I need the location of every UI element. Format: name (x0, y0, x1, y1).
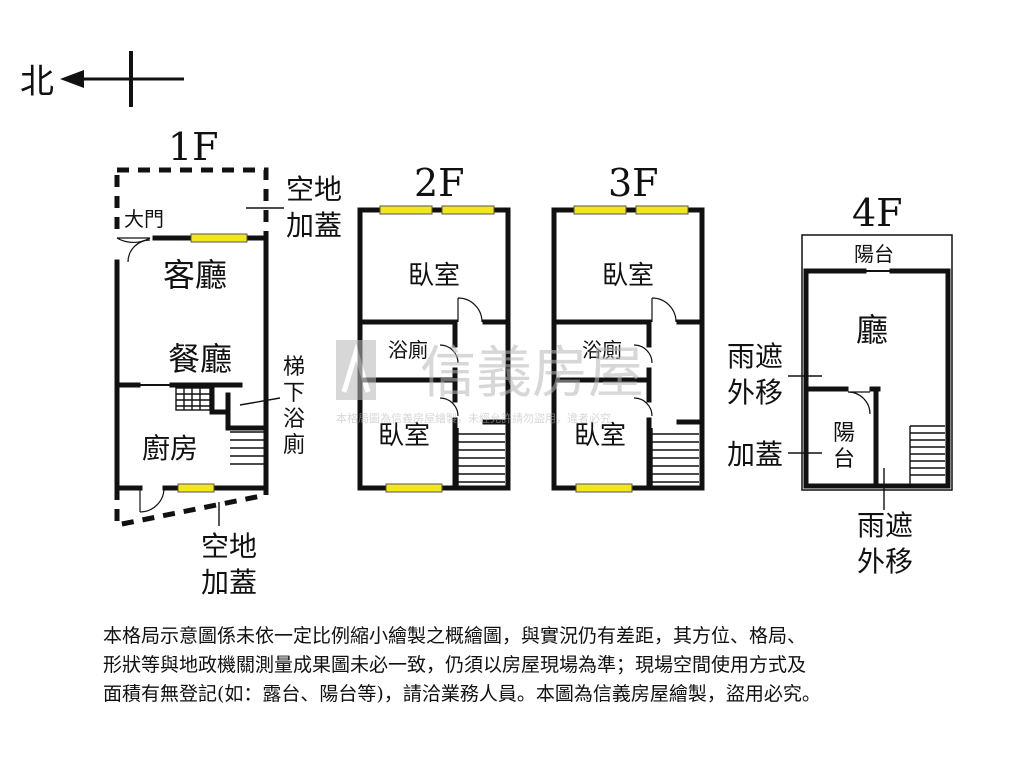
north-compass: 北 (20, 51, 184, 107)
f2-bedroom-rear-label: 臥室 (378, 421, 430, 451)
f1-entrance-swing-icon (127, 239, 151, 263)
f1-dining-room-label: 餐廳 (168, 340, 232, 378)
f1-kitchen-label: 廚房 (142, 432, 198, 465)
f1-top-dashed-addition (117, 167, 269, 238)
f1-bottom-dashed-addition (114, 488, 267, 529)
floor-2f-title: 2F (414, 161, 465, 205)
f2-door-bath-icon (439, 344, 459, 364)
floor-1f-title: 1F (168, 125, 219, 169)
floor-1f: 1F (114, 125, 342, 599)
f4-awning-bottom-line-2: 外移 (857, 545, 913, 578)
f3-bedroom-front-label: 臥室 (602, 261, 654, 291)
f2-door-bedroom-rear-icon (439, 397, 459, 417)
f2-window-north-a (379, 205, 433, 215)
f1-window-north (190, 233, 248, 243)
f1-back-door-icon (139, 487, 165, 513)
f3-door-bedroom-rear-icon (633, 397, 653, 417)
floor-3f-title: 3F (608, 161, 659, 205)
f4-balcony-side-label-2: 台 (833, 447, 855, 472)
f1-stairs (175, 387, 264, 465)
floor-2f: 2F 臥室 浴廁 臥室 (357, 161, 511, 493)
f4-awning-left-line-2: 外移 (727, 376, 783, 409)
f4-hall-label: 廳 (856, 311, 888, 349)
f4-balcony-top-label: 陽台 (854, 242, 894, 266)
watermark-small-text: 本格局圖為信義房屋繪製，未經允許請勿盜用，違者必究 (336, 411, 611, 425)
f2-bedroom-front-label: 臥室 (408, 261, 460, 291)
disclaimer-line-1: 本格局示意圖係未依一定比例縮小繪製之概繪圖，與實況仍有差距，其方位、格局、 (103, 625, 807, 647)
f1-top-note-line-1: 空地 (286, 173, 342, 206)
f1-window-south (177, 483, 215, 493)
floor-4f: 4F 陽台 廳 陽 台 雨遮 外移 加蓋 雨遮 (727, 191, 953, 578)
f1-entrance-label: 大門 (124, 207, 164, 231)
f1-living-room-label: 客廳 (163, 256, 227, 294)
f3-window-north-a (573, 205, 627, 215)
disclaimer-line-3: 面積有無登記(如：露台、陽台等)，請洽業務人員。本圖為信義房屋繪製，盜用必究。 (103, 683, 821, 705)
f4-added-label: 加蓋 (727, 438, 783, 471)
f1-stair-bath-note-2: 下 (283, 381, 305, 406)
f2-window-south (385, 483, 443, 493)
f1-stair-bath-note-1: 梯 (283, 355, 305, 380)
watermark: 信義房屋 本格局圖為信義房屋繪製，未經允許請勿盜用，違者必究 (336, 340, 644, 425)
north-label: 北 (20, 62, 54, 102)
f1-stair-bath-note-4: 廁 (283, 433, 305, 458)
f3-bath-label: 浴廁 (582, 338, 622, 362)
watermark-brand: 信義房屋 (420, 341, 644, 406)
disclaimer-text: 本格局示意圖係未依一定比例縮小繪製之概繪圖，與實況仍有差距，其方位、格局、 形狀… (103, 622, 1013, 709)
f2-door-bedroom-icon (457, 297, 483, 323)
disclaimer-line-2: 形狀等與地政機關測量成果圖未必一致，仍須以房屋現場為準；現場空間使用方式及 (103, 654, 807, 676)
f4-awning-bottom-line-1: 雨遮 (857, 509, 913, 542)
f3-window-north-b (635, 205, 689, 215)
f2-bath-label: 浴廁 (388, 338, 428, 362)
f1-bottom-note-line-1: 空地 (201, 530, 257, 563)
f2-window-north-b (441, 205, 495, 215)
compass-arrow-head-icon (60, 70, 84, 88)
f3-bedroom-rear-label: 臥室 (574, 421, 626, 451)
f3-door-bath-icon (633, 344, 653, 364)
f1-stair-bath-note-3: 浴 (283, 407, 305, 432)
floor-4f-title: 4F (852, 191, 903, 235)
f1-top-note-line-2: 加蓋 (286, 209, 342, 242)
f4-stairs (909, 425, 945, 484)
floor-3f: 3F 臥室 浴廁 臥室 (551, 161, 705, 493)
f4-outer-outline (801, 234, 953, 491)
f3-door-bedroom-icon (651, 297, 677, 323)
f3-window-south (575, 483, 633, 493)
f4-door-icon (847, 391, 871, 415)
f1-bottom-note-line-2: 加蓋 (201, 566, 257, 599)
f1-stair-bath-leader (239, 397, 281, 406)
watermark-logo-icon (336, 340, 376, 400)
f1-entrance-door-icon (116, 237, 151, 244)
f3-stairs (651, 428, 699, 486)
f4-balcony-side-label-1: 陽 (833, 421, 855, 446)
f2-stairs (457, 428, 505, 486)
f4-awning-left-line-1: 雨遮 (727, 340, 783, 373)
